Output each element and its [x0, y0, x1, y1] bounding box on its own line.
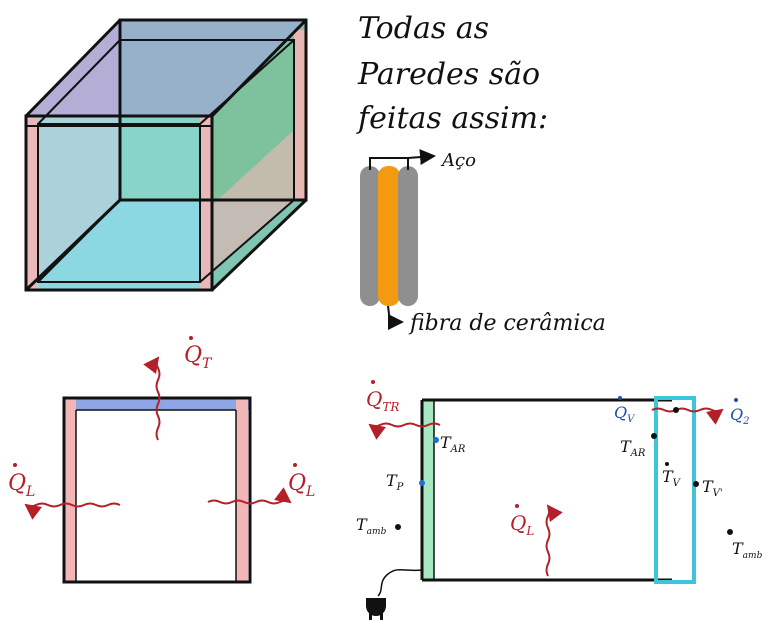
left-wall-layer [64, 398, 76, 582]
door-region [654, 396, 696, 584]
note-line-1: Todas as [358, 11, 489, 46]
steel-layer-right [398, 166, 418, 306]
wall-layers-illustration: Aço fibra de cerâmica [360, 149, 606, 336]
aco-label: Aço [440, 150, 476, 171]
t-p-label: TP [386, 471, 404, 493]
q-right-label: QL [288, 471, 315, 500]
front-section-outline [62, 396, 252, 584]
point-t-ar-left [433, 437, 439, 443]
side-section-diagram: QTR TAR TP Tamb QL QV Q2 TAR TV TV' Tamb [356, 380, 763, 620]
t-ar-right-label: TAR [620, 437, 646, 459]
fibra-label: fibra de cerâmica [408, 311, 606, 336]
point-q-v [673, 407, 679, 413]
point-t-ar-right [651, 433, 657, 439]
ceramic-fiber-layer [378, 166, 400, 306]
heat-flow-back-arrow [368, 422, 441, 440]
heat-flow-left-arrow [24, 502, 121, 520]
heat-flow-right-arrow [207, 487, 292, 505]
plug-icon [366, 598, 386, 620]
heat-flow-door-arrow [651, 407, 724, 425]
steel-layer-left [360, 166, 380, 306]
oven-cube-3d [24, 18, 308, 292]
note-line-2: Paredes são [357, 57, 540, 92]
point-t-p [419, 480, 425, 486]
front-section-diagram: QT QL QL [8, 336, 315, 584]
q-2-label: Q2 [730, 405, 750, 427]
q-top-label: QT [184, 343, 213, 372]
q-v-label: QV [614, 403, 636, 425]
point-t-v2 [693, 481, 699, 487]
t-v-label: TV [662, 467, 682, 489]
right-wall-layer [236, 398, 248, 582]
wall-note: Todas as Paredes são feitas assim: [356, 11, 548, 136]
t-amb-left-label: Tamb [356, 515, 387, 537]
cube-top-face [26, 20, 306, 116]
t-ar-left-label: TAR [440, 433, 466, 455]
note-line-3: feitas assim: [356, 101, 548, 136]
heat-flow-top-arrow [143, 356, 161, 441]
t-amb-right-label: Tamb [732, 539, 763, 561]
q-tr-label: QTR [366, 387, 399, 414]
point-t-amb-left [395, 524, 401, 530]
heat-flow-bottom-arrow [545, 504, 563, 577]
power-cord [377, 568, 423, 597]
back-wall-layer [422, 400, 434, 580]
q-l-label: QL [510, 511, 534, 538]
q-left-label: QL [8, 471, 35, 500]
t-v2-label: TV' [702, 477, 723, 499]
point-t-amb-right [727, 529, 733, 535]
